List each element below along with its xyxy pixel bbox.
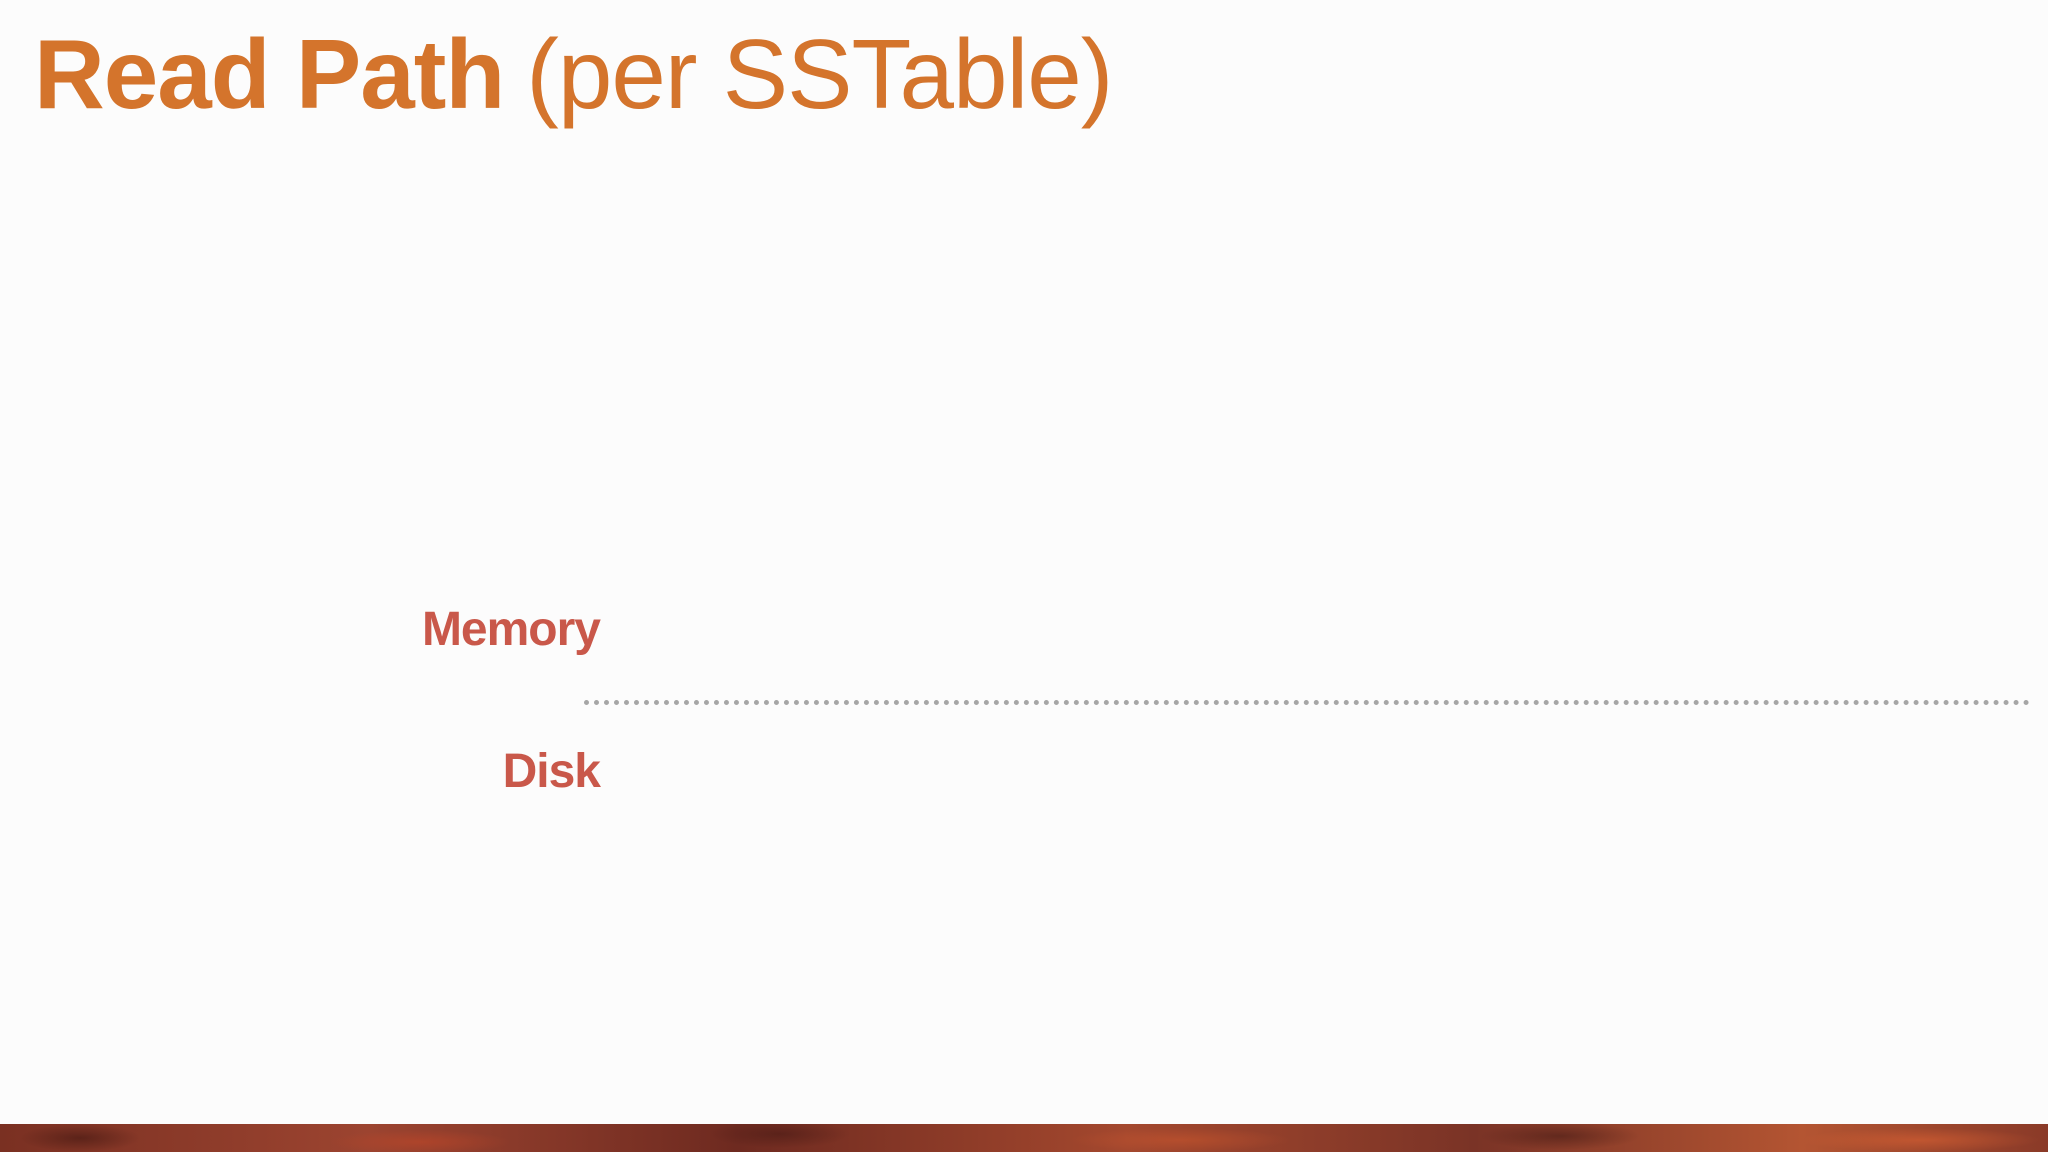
disk-label: Disk [502, 745, 601, 798]
title-light-text: (per SSTable) [526, 19, 1113, 129]
slide-title: Read Path(per SSTable) [34, 14, 1113, 134]
footer-decorative-band [0, 1124, 2048, 1152]
title-bold-text: Read Path [34, 19, 505, 129]
memory-label: Memory [421, 603, 601, 656]
memory-disk-divider [584, 700, 2030, 705]
